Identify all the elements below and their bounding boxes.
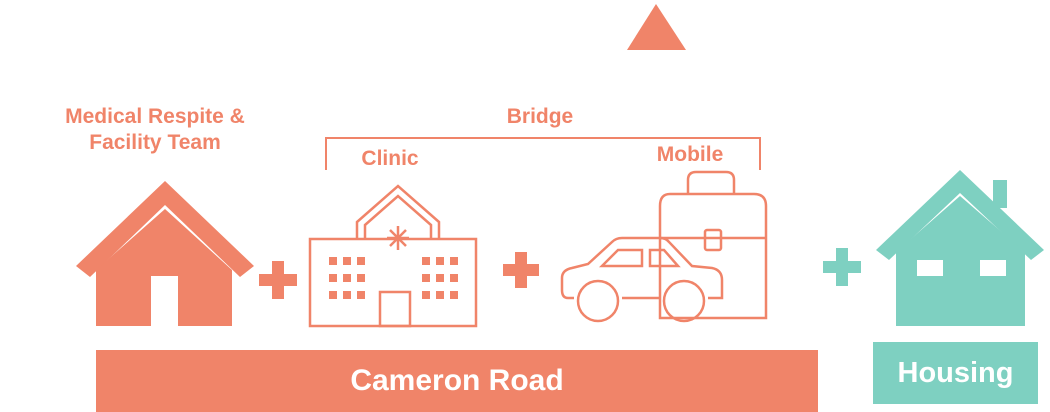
cameron-road-bar: Cameron Road [96,350,818,412]
bridge-bracket [325,137,761,170]
mobile-label: Mobile [656,143,724,166]
housing-windows [917,260,1006,276]
plus-icon [823,248,861,286]
triangle-icon [627,4,686,50]
house-icon [76,181,254,326]
plus-icon [259,261,297,299]
backpack-icon [658,170,768,320]
bridge-label: Bridge [506,105,574,128]
house-door [151,276,178,326]
housing-house-icon [876,170,1044,326]
medical-respite-label: Medical Respite & Facility Team [65,105,245,154]
clinic-building-icon [308,184,478,328]
clinic-label: Clinic [361,147,419,170]
clinic-windows [329,257,458,299]
housing-bar: Housing [873,342,1038,404]
car-icon [560,236,724,323]
plus-icon [503,252,539,288]
